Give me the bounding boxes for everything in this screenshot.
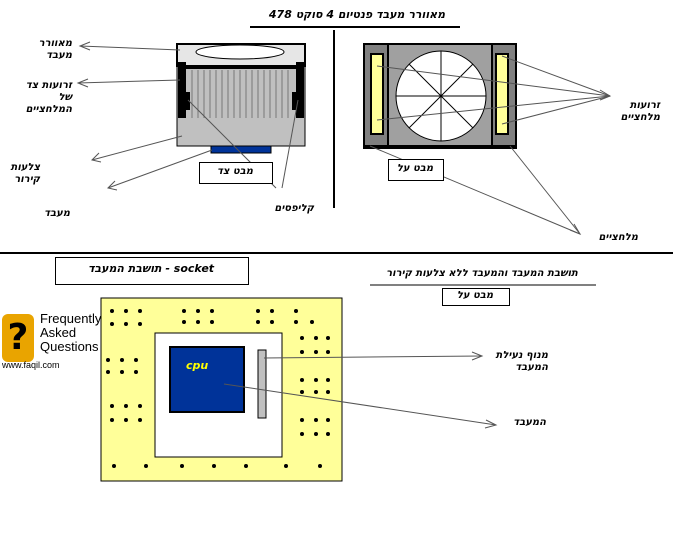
lever-label: מנוף נעילת המעבד <box>495 350 548 373</box>
side-view-heatsink <box>176 43 306 154</box>
faq-logo: ? Frequently Asked Questions www.faqil.c… <box>0 310 104 374</box>
top-view-heatsink <box>363 43 517 149</box>
vertical-divider <box>333 30 335 208</box>
faq-url: www.faqil.com <box>2 360 60 370</box>
faq-line-2: Asked <box>40 325 77 340</box>
page-title: מאוורר מעבד פנטיום 4 סוקט 478 <box>268 8 446 21</box>
fan-label: מאוורר מעבד <box>38 38 72 61</box>
clips-label: קליפסים <box>274 203 314 214</box>
top-view-label: מבט על <box>396 163 434 174</box>
clamp-arms-label: זרועות מלחציים <box>620 100 660 123</box>
cpu-chip-label: cpu <box>186 359 209 372</box>
cpu-label-bottom: המעבד <box>513 417 546 428</box>
faq-line-3: Questions <box>40 339 99 354</box>
side-view-label: מבט צד <box>216 166 253 177</box>
horizontal-divider <box>0 252 673 254</box>
socket-drawing <box>100 297 343 482</box>
socket-title-label: socket - תושבת המעבד <box>87 262 215 275</box>
faq-line-1: Frequently <box>40 311 102 326</box>
cpu-label-top: מעבד <box>44 208 70 219</box>
clamps-label: מלחציים <box>598 232 638 243</box>
top-view-2-label: מבט על <box>456 290 494 301</box>
side-view-box <box>199 162 273 184</box>
heatsink-fins-label: צלעות קירור <box>10 162 40 185</box>
socket-description: תושבת המעבד והמעבד ללא צלעות קירור <box>386 268 578 279</box>
top-view-2-box <box>442 288 510 306</box>
title-underline <box>250 26 460 28</box>
side-arms-label: זרועות צד של המלחציים <box>25 80 72 115</box>
top-view-box <box>388 159 444 181</box>
faq-logo-text: Frequently Asked Questions <box>40 312 101 354</box>
socket-title-box <box>55 257 249 285</box>
question-mark-icon: ? <box>2 314 34 362</box>
